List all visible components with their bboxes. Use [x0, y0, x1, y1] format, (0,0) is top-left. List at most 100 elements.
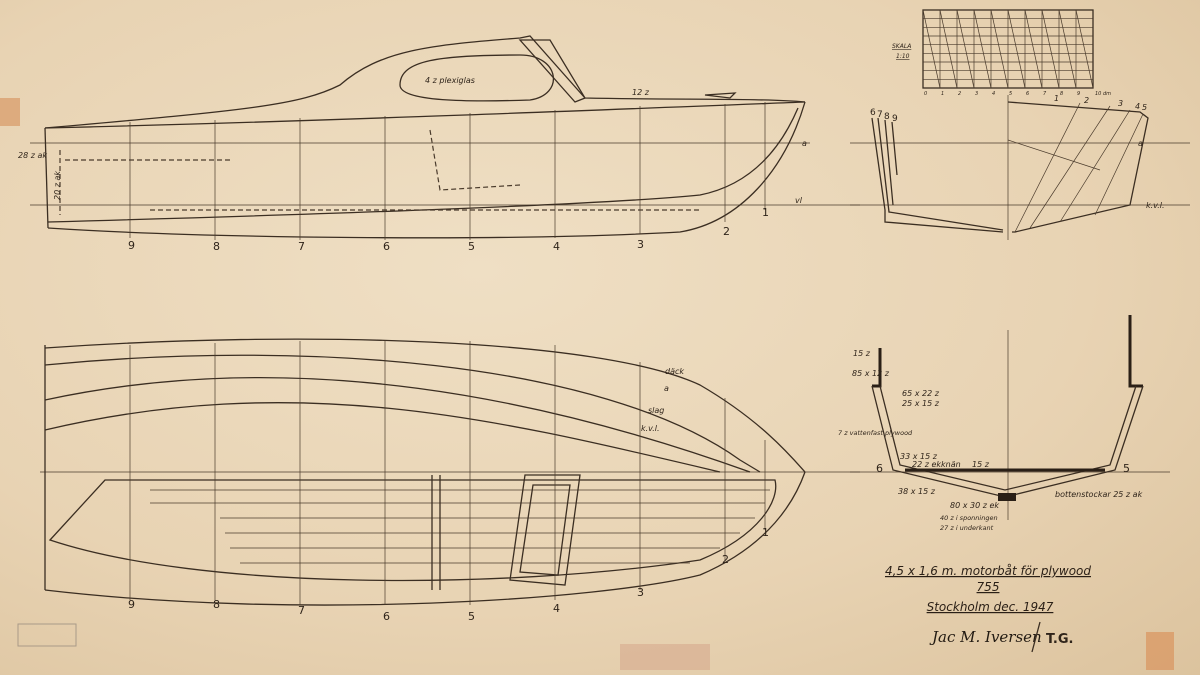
scale-ratio: 1:10: [896, 53, 910, 60]
station-label: 9: [892, 114, 898, 124]
station-label: 5: [1123, 462, 1130, 475]
midship-section: 6 5 15 z 85 x 12 z 65 x 22 z 25 x 15 z 7…: [838, 315, 1170, 532]
station-label: 1: [762, 526, 769, 539]
scale-unit: 10 dm: [1095, 91, 1111, 97]
station-label: 3: [637, 238, 644, 251]
archive-stamp: [17, 623, 77, 647]
station-lines-plan: [129, 340, 766, 605]
tape-patch: [0, 98, 20, 126]
dimension-label: 38 x 15 z: [898, 487, 936, 496]
plexiglas-label: 4 z plexiglas: [425, 76, 475, 85]
deck-thickness-label: 12 z: [632, 88, 650, 97]
body-plan: 6 7 8 9 1 2 3 4 5 a k.v.l.: [850, 94, 1190, 240]
transom-inner-label: 20 z ak: [53, 171, 62, 200]
dimension-label: 65 x 22 z: [902, 389, 940, 398]
windshield-plan: [509, 474, 581, 586]
station-label: 6: [383, 240, 390, 253]
station-label: 2: [723, 225, 730, 238]
station-label: 7: [298, 604, 305, 617]
slag-line: [44, 376, 751, 473]
plan-line-label: däck: [665, 367, 684, 376]
scale-bar: SKALA 1:10 0 1 2 3 4 5 6 7 8 9 10 dm: [892, 9, 1111, 97]
scale-tick: 6: [1026, 91, 1029, 97]
station-label: 1: [1054, 94, 1059, 103]
plexiglas-window: [399, 54, 555, 102]
station-label: 6: [876, 462, 883, 475]
dimension-label: bottenstockar 25 z ak: [1055, 490, 1143, 499]
scale-tick: 1: [941, 91, 944, 97]
station-label: 5: [468, 240, 475, 253]
scale-tick: 5: [1009, 91, 1012, 97]
scale-tick: 8: [1060, 91, 1063, 97]
cockpit-outline: [48, 479, 777, 582]
station-label: 5: [1142, 103, 1147, 112]
scale-tick: 2: [958, 91, 961, 97]
waterline-label: vl: [795, 196, 803, 205]
tape-patch: [1146, 632, 1174, 670]
scale-label: SKALA: [892, 43, 911, 50]
initials: T.G.: [1046, 632, 1073, 647]
drawing-title: 4,5 x 1,6 m. motorbåt för plywood: [885, 564, 1091, 578]
drawing-number: 755: [977, 580, 1000, 594]
station-label: 9: [128, 598, 135, 611]
dimension-label: 40 z i sponningen: [940, 514, 998, 522]
windshield: [518, 39, 586, 103]
dimension-label: 25 x 15 z: [902, 399, 940, 408]
plan-view: 9 8 7 6 5 4 3 2 1 däck a slag k.v.l.: [40, 338, 860, 623]
deck-line: [44, 338, 806, 473]
station-label: 3: [637, 586, 644, 599]
dimension-label: 15 z: [972, 460, 990, 469]
plan-line-label: k.v.l.: [641, 424, 660, 433]
deck-cabin-outline: [44, 35, 806, 129]
station-label: 4: [1135, 102, 1140, 111]
transom: [44, 127, 49, 229]
place-date: Stockholm dec. 1947: [927, 600, 1054, 614]
signature: Jac M. Iversen: [929, 628, 1042, 646]
tape-patch: [620, 644, 710, 670]
station-label: 8: [213, 240, 220, 253]
station-label: 3: [1118, 99, 1123, 108]
dimension-label: 15 z: [853, 349, 871, 358]
station-label: 9: [128, 239, 135, 252]
dimension-label: 80 x 30 z ek: [950, 501, 999, 510]
dimension-label: 33 x 15 z: [900, 452, 938, 461]
kvl-line: [44, 402, 721, 473]
station-label: 6: [870, 108, 876, 118]
sheer-line: [44, 101, 806, 129]
station-label: 2: [722, 553, 729, 566]
station-lines: [129, 102, 766, 240]
profile-view: 9 8 7 6 5 4 3 2 1 4 z plexiglas 12 z 28 …: [18, 35, 860, 253]
dimension-label: 85 x 12 z: [852, 369, 890, 378]
scale-tick: 0: [924, 91, 927, 97]
dimension-label: 7 z vattenfast plywood: [838, 429, 913, 437]
line-a-label: a: [1138, 139, 1143, 148]
scale-tick: 3: [975, 91, 978, 97]
floor-boards: [150, 489, 770, 564]
kvl-label: k.v.l.: [1146, 201, 1165, 210]
chine-line: [47, 107, 799, 223]
scale-tick: 9: [1077, 91, 1080, 97]
scale-tick: 4: [992, 91, 995, 97]
station-label: 2: [1084, 96, 1089, 105]
dimension-label: 27 z i underkant: [940, 524, 994, 532]
deck-cleat: [704, 92, 737, 99]
station-label: 6: [383, 610, 390, 623]
station-label: 1: [762, 206, 769, 219]
station-label: 4: [553, 240, 560, 253]
station-label: 8: [213, 598, 220, 611]
station-label: 8: [884, 112, 890, 122]
interior-dashed: [59, 129, 700, 215]
station-label: 7: [298, 240, 305, 253]
station-label: 4: [553, 602, 560, 615]
station-label: 5: [468, 610, 475, 623]
station-label: 7: [877, 110, 883, 120]
line-a-label: a: [802, 139, 807, 148]
hull-outline-lower: [44, 471, 806, 606]
scale-tick: 7: [1043, 91, 1047, 97]
keel-line: [47, 101, 806, 239]
plan-line-label: slag: [648, 406, 664, 415]
line-a: [44, 354, 761, 473]
dimension-label: 22 z ekknän: [912, 460, 961, 469]
